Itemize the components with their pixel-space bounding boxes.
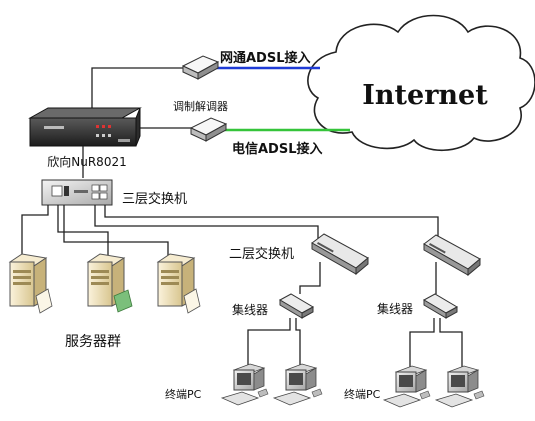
router-device	[28, 107, 142, 147]
internet-label: Internet	[362, 80, 488, 111]
hub-left	[278, 293, 315, 319]
l2-switch-label: 二层交换机	[229, 246, 294, 262]
server-3	[156, 253, 201, 314]
pc-right-2	[434, 365, 485, 408]
pc-left-2	[272, 363, 323, 406]
l3-switch-device	[41, 179, 113, 206]
pc-right-1	[382, 365, 431, 408]
wan-links	[91, 66, 350, 132]
modem-label: 调制解调器	[173, 99, 228, 113]
pc-left-1	[220, 363, 269, 406]
netcom-adsl-label: 网通ADSL接入	[220, 50, 311, 66]
l2-switch-left	[311, 233, 369, 276]
hub-left-label: 集线器	[232, 302, 268, 317]
l3-downlinks	[21, 205, 439, 258]
hub-to-pc-wires	[247, 318, 463, 370]
server-1	[8, 253, 53, 314]
hub-right	[422, 293, 459, 319]
servers-label: 服务器群	[65, 334, 121, 350]
hub-right-label: 集线器	[377, 301, 413, 316]
modem-top	[181, 55, 220, 80]
server-2	[86, 253, 133, 313]
modem-middle	[189, 117, 228, 142]
router-to-modem-top-wire	[91, 67, 187, 110]
router-label: 欣向NuR8021	[47, 154, 126, 169]
internet-cloud: Internet	[307, 14, 535, 151]
l2-switch-right	[423, 234, 481, 277]
telecom-adsl-label: 电信ADSL接入	[232, 141, 323, 157]
terminals-right-label: 终端PC	[344, 387, 381, 401]
l3-switch-label: 三层交换机	[122, 191, 187, 207]
l2-to-hub-wires	[299, 262, 437, 294]
terminals-left-label: 终端PC	[165, 387, 202, 401]
